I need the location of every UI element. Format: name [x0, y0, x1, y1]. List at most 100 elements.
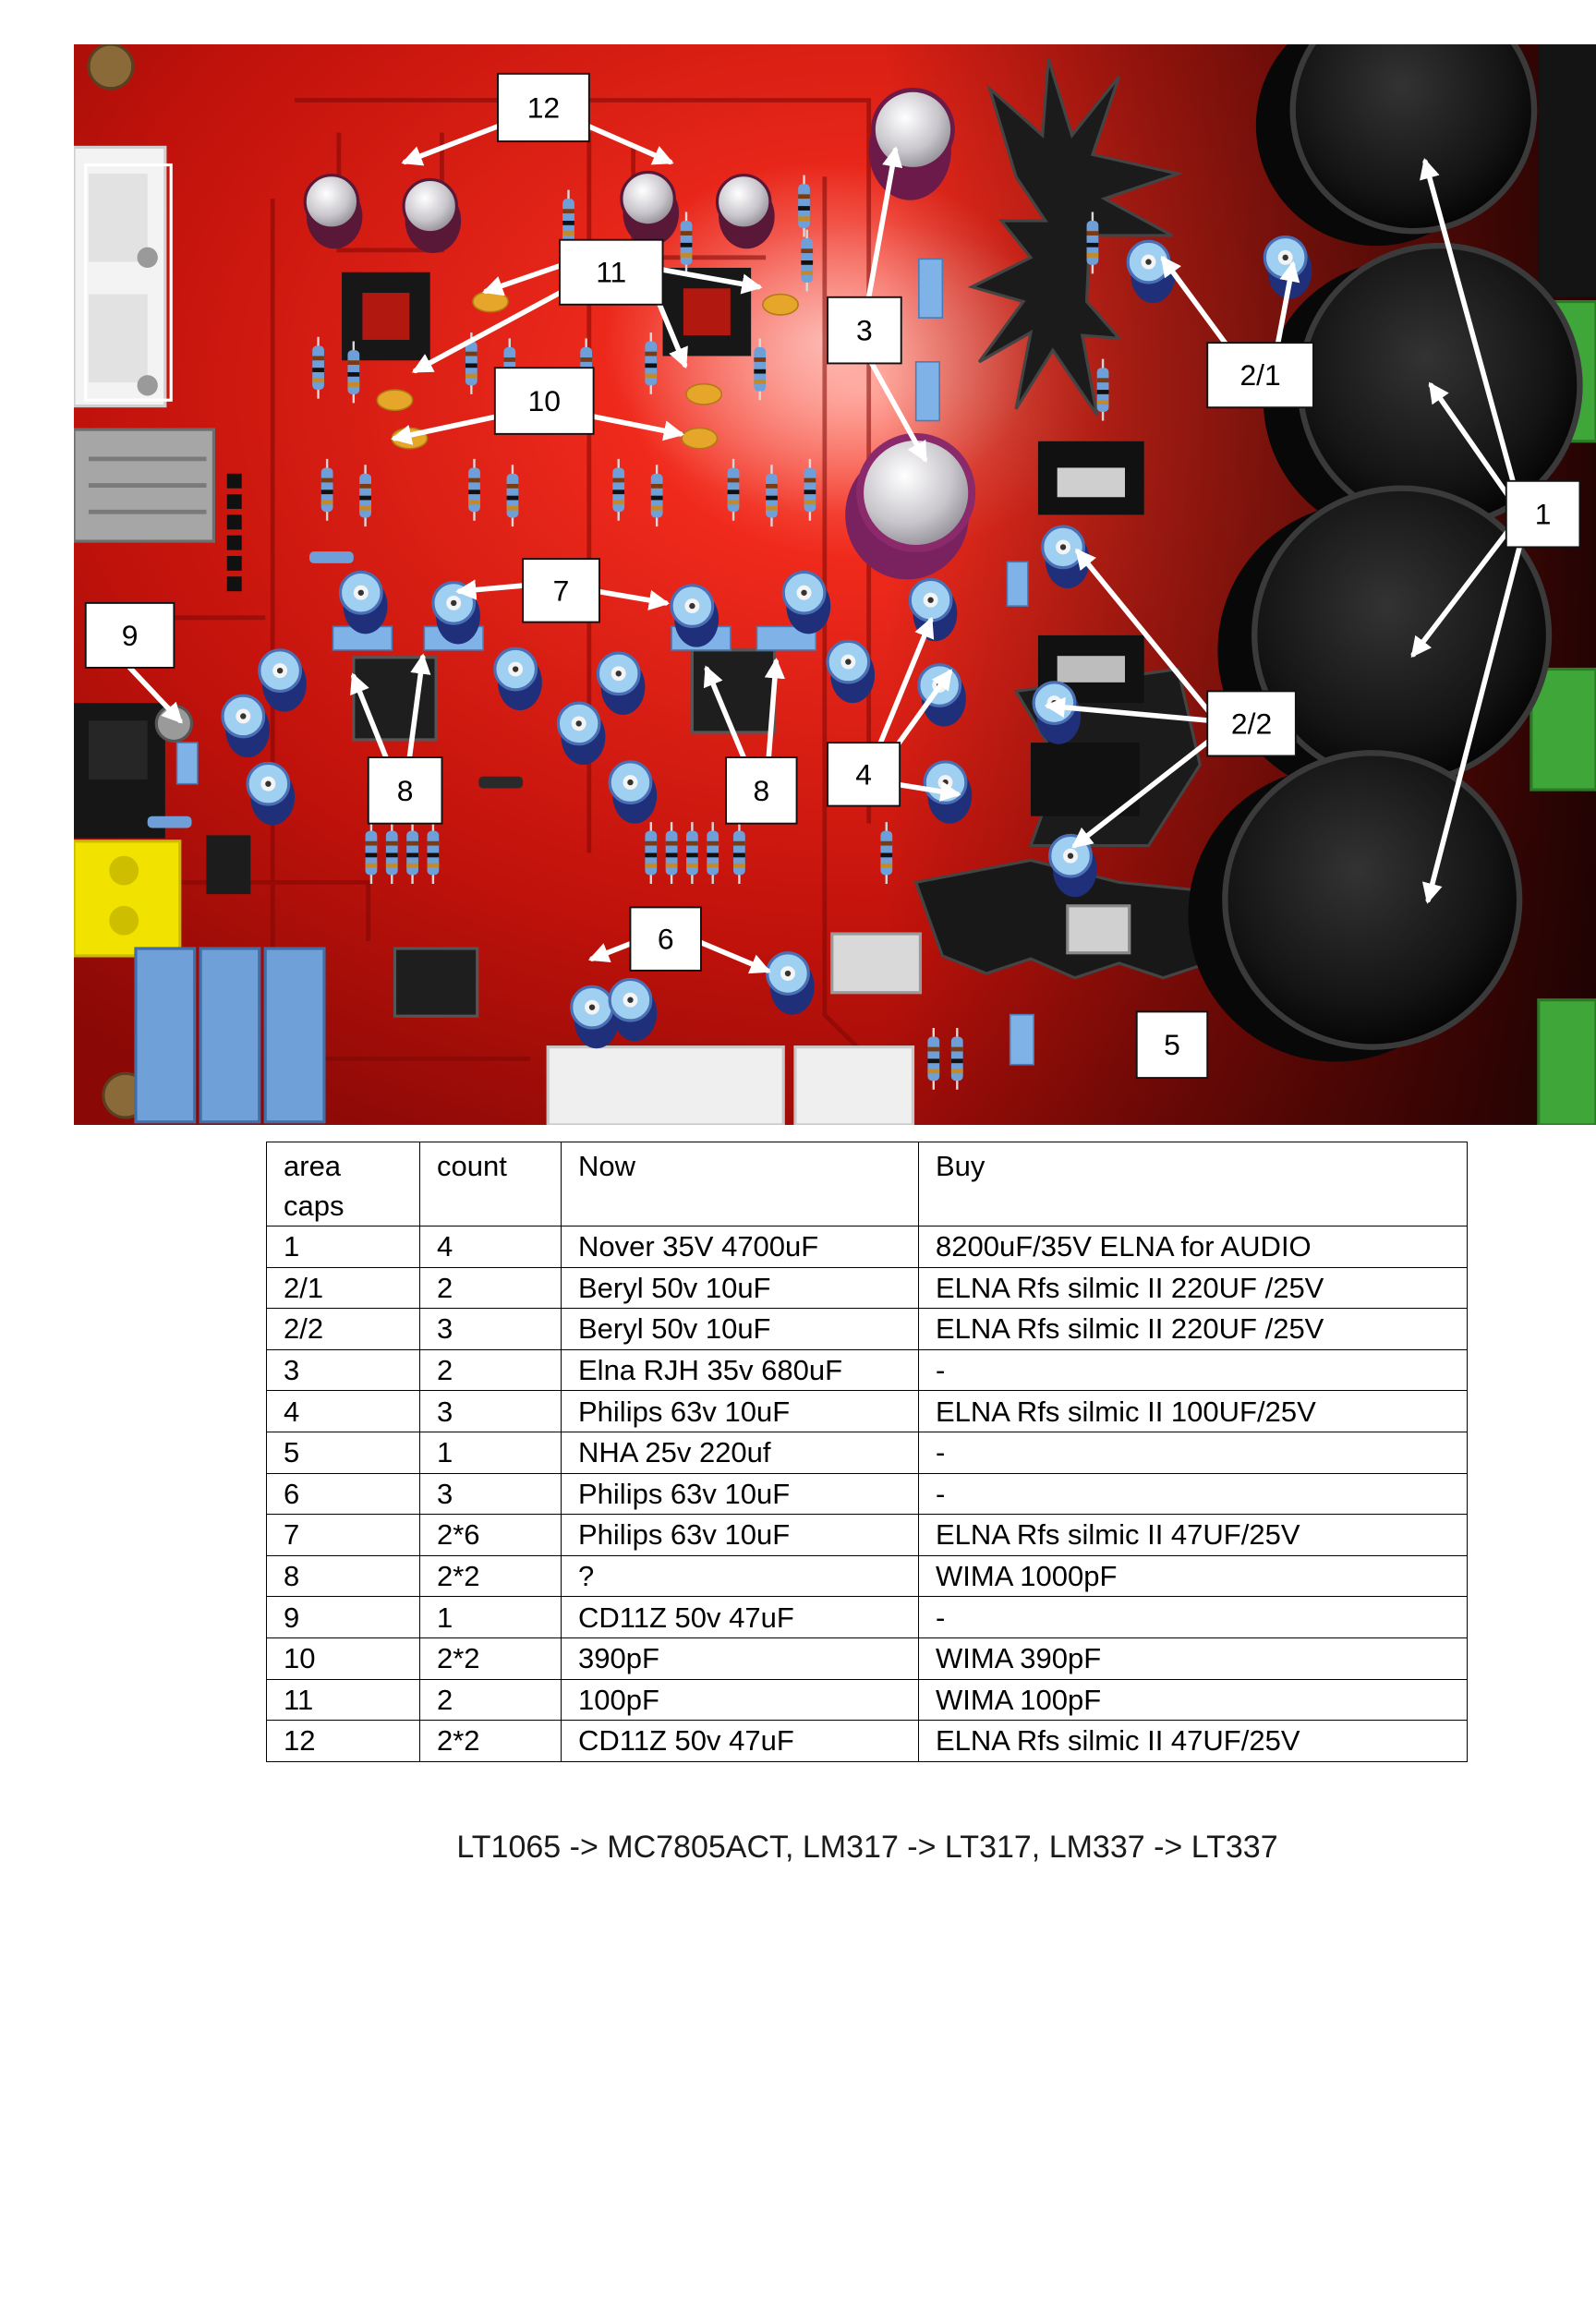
resistor-body: [766, 473, 778, 518]
resistor-band: [645, 840, 658, 846]
resistor-band: [927, 1046, 940, 1052]
capacitor-top: [620, 170, 676, 227]
pcb-board-illustration: 12 11 10 3 2/1 1: [74, 44, 1596, 1125]
white-header-connector: [546, 1045, 785, 1125]
silver-top-capacitor: [715, 174, 775, 249]
pin-header: [226, 473, 242, 592]
capacitor-lead-tip: [927, 597, 934, 603]
resistor-band: [650, 495, 663, 501]
pointer-arrow: [1410, 526, 1512, 659]
resistor-band: [406, 840, 418, 846]
pointer-arrow: [406, 653, 431, 760]
cell-area: 2/1: [266, 1266, 420, 1310]
large-black-capacitor: [1289, 44, 1538, 235]
connector-outline: [84, 163, 173, 402]
cell-now: Beryl 50v 10uF: [561, 1266, 919, 1310]
pointer-arrow: [652, 291, 688, 369]
cell-buy: ELNA Rfs silmic II 47UF/25V: [918, 1720, 1468, 1762]
resistor-band: [1096, 378, 1109, 383]
resistor: [686, 822, 698, 884]
resistor-band: [1096, 390, 1109, 394]
resistor-band: [880, 863, 893, 868]
white-header-connector: [793, 1045, 915, 1125]
resistor-band: [427, 863, 440, 868]
resistor: [804, 458, 816, 521]
capacitor-lead-tip: [942, 779, 949, 786]
cell-count: 3: [419, 1308, 562, 1350]
medium-capacitor: [871, 87, 955, 172]
resistor-band: [506, 505, 519, 511]
resistor-band: [562, 221, 574, 225]
resistor-band: [365, 863, 378, 868]
capacitor-lead-tip: [784, 970, 792, 977]
capacitor-lead-tip: [801, 589, 807, 596]
resistor-band: [804, 500, 816, 505]
pointer-arrow: [401, 122, 503, 166]
pointer-arrow: [583, 122, 674, 165]
resistor-band: [804, 489, 816, 495]
callout-label: 1: [1505, 479, 1581, 549]
connector-slot: [88, 294, 148, 383]
cell-area: 6: [266, 1472, 420, 1516]
resistor-band: [562, 231, 574, 236]
callout-label: 2/1: [1206, 342, 1314, 409]
green-terminal: [1530, 667, 1596, 791]
resistor: [665, 822, 678, 884]
cell-now: Nover 35V 4700uF: [561, 1226, 919, 1268]
resistor-band: [612, 489, 625, 495]
callout-text: 4: [855, 757, 872, 791]
resistor: [950, 1027, 963, 1090]
pointer-arrow: [1160, 255, 1228, 345]
pointer-arrow: [127, 665, 183, 724]
cell-count: 2: [419, 1678, 562, 1722]
resistor: [1096, 358, 1109, 421]
capacitor-lead-tip: [575, 720, 582, 727]
cell-buy: ELNA Rfs silmic II 220UF /25V: [918, 1266, 1468, 1310]
resistor: [766, 465, 778, 527]
cell-now: 390pF: [561, 1637, 919, 1680]
resistor-band: [754, 379, 767, 384]
cell-now: CD11Z 50v 47uF: [561, 1720, 919, 1762]
pointer-arrow: [1428, 381, 1512, 501]
cell-count: 2*2: [419, 1554, 562, 1598]
cell-buy: ELNA Rfs silmic II 220UF /25V: [918, 1308, 1468, 1350]
resistor-band: [645, 351, 658, 356]
resistor-band: [665, 852, 678, 858]
trace: [295, 98, 872, 824]
capacitor-lead-tip: [845, 659, 852, 665]
resistor: [1086, 211, 1099, 274]
pointer-arrow: [698, 939, 771, 974]
cell-count: 3: [419, 1472, 562, 1516]
resistor-band: [312, 356, 324, 361]
silver-top-capacitor: [402, 177, 462, 254]
capacitor-lead-tip: [689, 602, 695, 610]
cell-area: 3: [266, 1348, 420, 1392]
pointer-arrow: [1275, 260, 1300, 345]
terminal-screw: [109, 855, 139, 886]
wima-film-capacitor: [175, 742, 199, 785]
resistor-band: [503, 357, 516, 362]
callout-label: 2/2: [1206, 690, 1297, 757]
cell-now: Philips 63v 10uF: [561, 1390, 919, 1432]
pointer-arrow: [482, 261, 565, 296]
resistor-band: [680, 242, 693, 248]
pointer-arrow: [1044, 696, 1214, 724]
green-terminal: [1537, 998, 1596, 1125]
callout-box: [1505, 479, 1581, 549]
cell-area: 11: [266, 1678, 420, 1722]
small-electrolytic-capacitor: [596, 651, 646, 715]
header-now: Now: [561, 1142, 919, 1227]
resistor-band: [880, 852, 893, 858]
wima-film-capacitor: [134, 947, 197, 1124]
callout-box: [493, 367, 595, 435]
header-pin: [226, 555, 242, 571]
capacitor-lead-tip: [1145, 259, 1152, 265]
resistor-body: [478, 776, 524, 789]
capacitor-top: [715, 174, 772, 230]
small-electrolytic-capacitor: [221, 694, 270, 758]
